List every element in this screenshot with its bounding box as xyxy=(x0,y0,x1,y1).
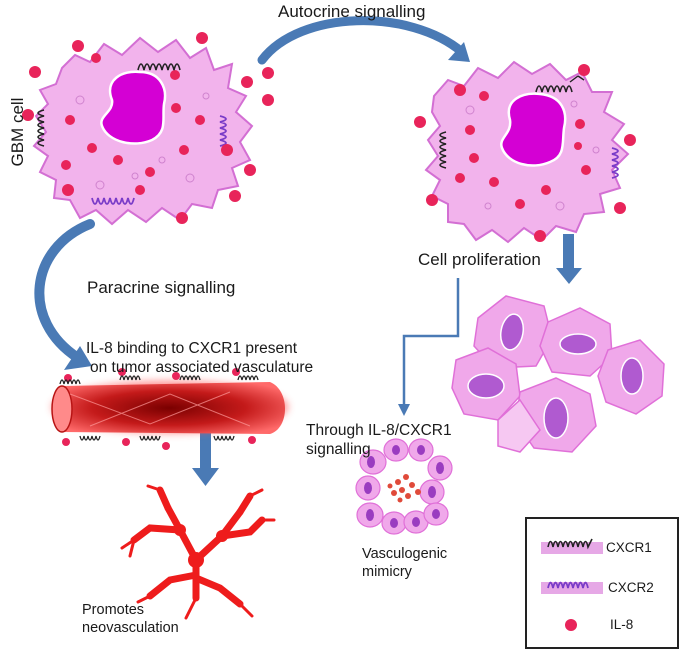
cxcr2-receptor xyxy=(91,197,135,205)
legend-label-cxcr2: CXCR2 xyxy=(608,580,654,595)
cxcr1-receptor xyxy=(439,131,447,169)
vasculogenic-mimicry-cluster xyxy=(355,438,453,535)
vasculogenic-label-line1: Vasculogenic xyxy=(362,546,448,562)
promotes-label-line1: Promotes xyxy=(82,602,145,618)
legend-icons xyxy=(541,538,603,631)
neovasculation-sprouts xyxy=(120,484,276,620)
il8-binding-label-line2: on tumor associated vasculature xyxy=(90,359,314,376)
legend xyxy=(525,517,679,649)
il8-binding-label-line1: IL-8 binding to CXCR1 present xyxy=(86,340,298,357)
gbm-cell-left xyxy=(22,32,274,226)
legend-label-cxcr1: CXCR1 xyxy=(606,540,652,555)
cxcr2-receptor xyxy=(569,75,585,83)
il8-dot-icon xyxy=(565,619,577,631)
autocrine-label: Autocrine signalling xyxy=(278,2,426,21)
tumor-vasculature xyxy=(51,368,288,450)
cell-proliferation-label: Cell proliferation xyxy=(418,250,541,269)
cxcr1-receptor xyxy=(535,85,573,93)
through-signalling-label-line2: signalling xyxy=(306,441,371,458)
neovasculation-arrow xyxy=(192,430,219,486)
cxcr2-receptor-icon xyxy=(547,581,589,589)
promotes-label-line2: neovasculation xyxy=(82,620,179,636)
through-signalling-label-line1: Through IL-8/CXCR1 xyxy=(306,422,452,439)
mimicry-arrow xyxy=(398,278,460,416)
cxcr1-receptor xyxy=(37,109,45,147)
cxcr2-receptor xyxy=(611,147,619,179)
proliferation-arrow xyxy=(556,234,582,284)
autocrine-arrow xyxy=(257,16,470,65)
cxcr2-receptor xyxy=(219,115,227,147)
paracrine-label: Paracrine signalling xyxy=(87,278,236,297)
gbm-cell-label: GBM cell xyxy=(7,97,27,167)
proliferating-cells xyxy=(451,295,665,453)
vasculogenic-label-line2: mimicry xyxy=(362,564,412,580)
legend-label-il8: IL-8 xyxy=(610,617,634,632)
gbm-cell-right xyxy=(414,60,636,244)
paracrine-arrow xyxy=(34,219,95,370)
cxcr1-receptor xyxy=(137,63,181,71)
cxcr1-receptor-icon xyxy=(547,538,593,550)
